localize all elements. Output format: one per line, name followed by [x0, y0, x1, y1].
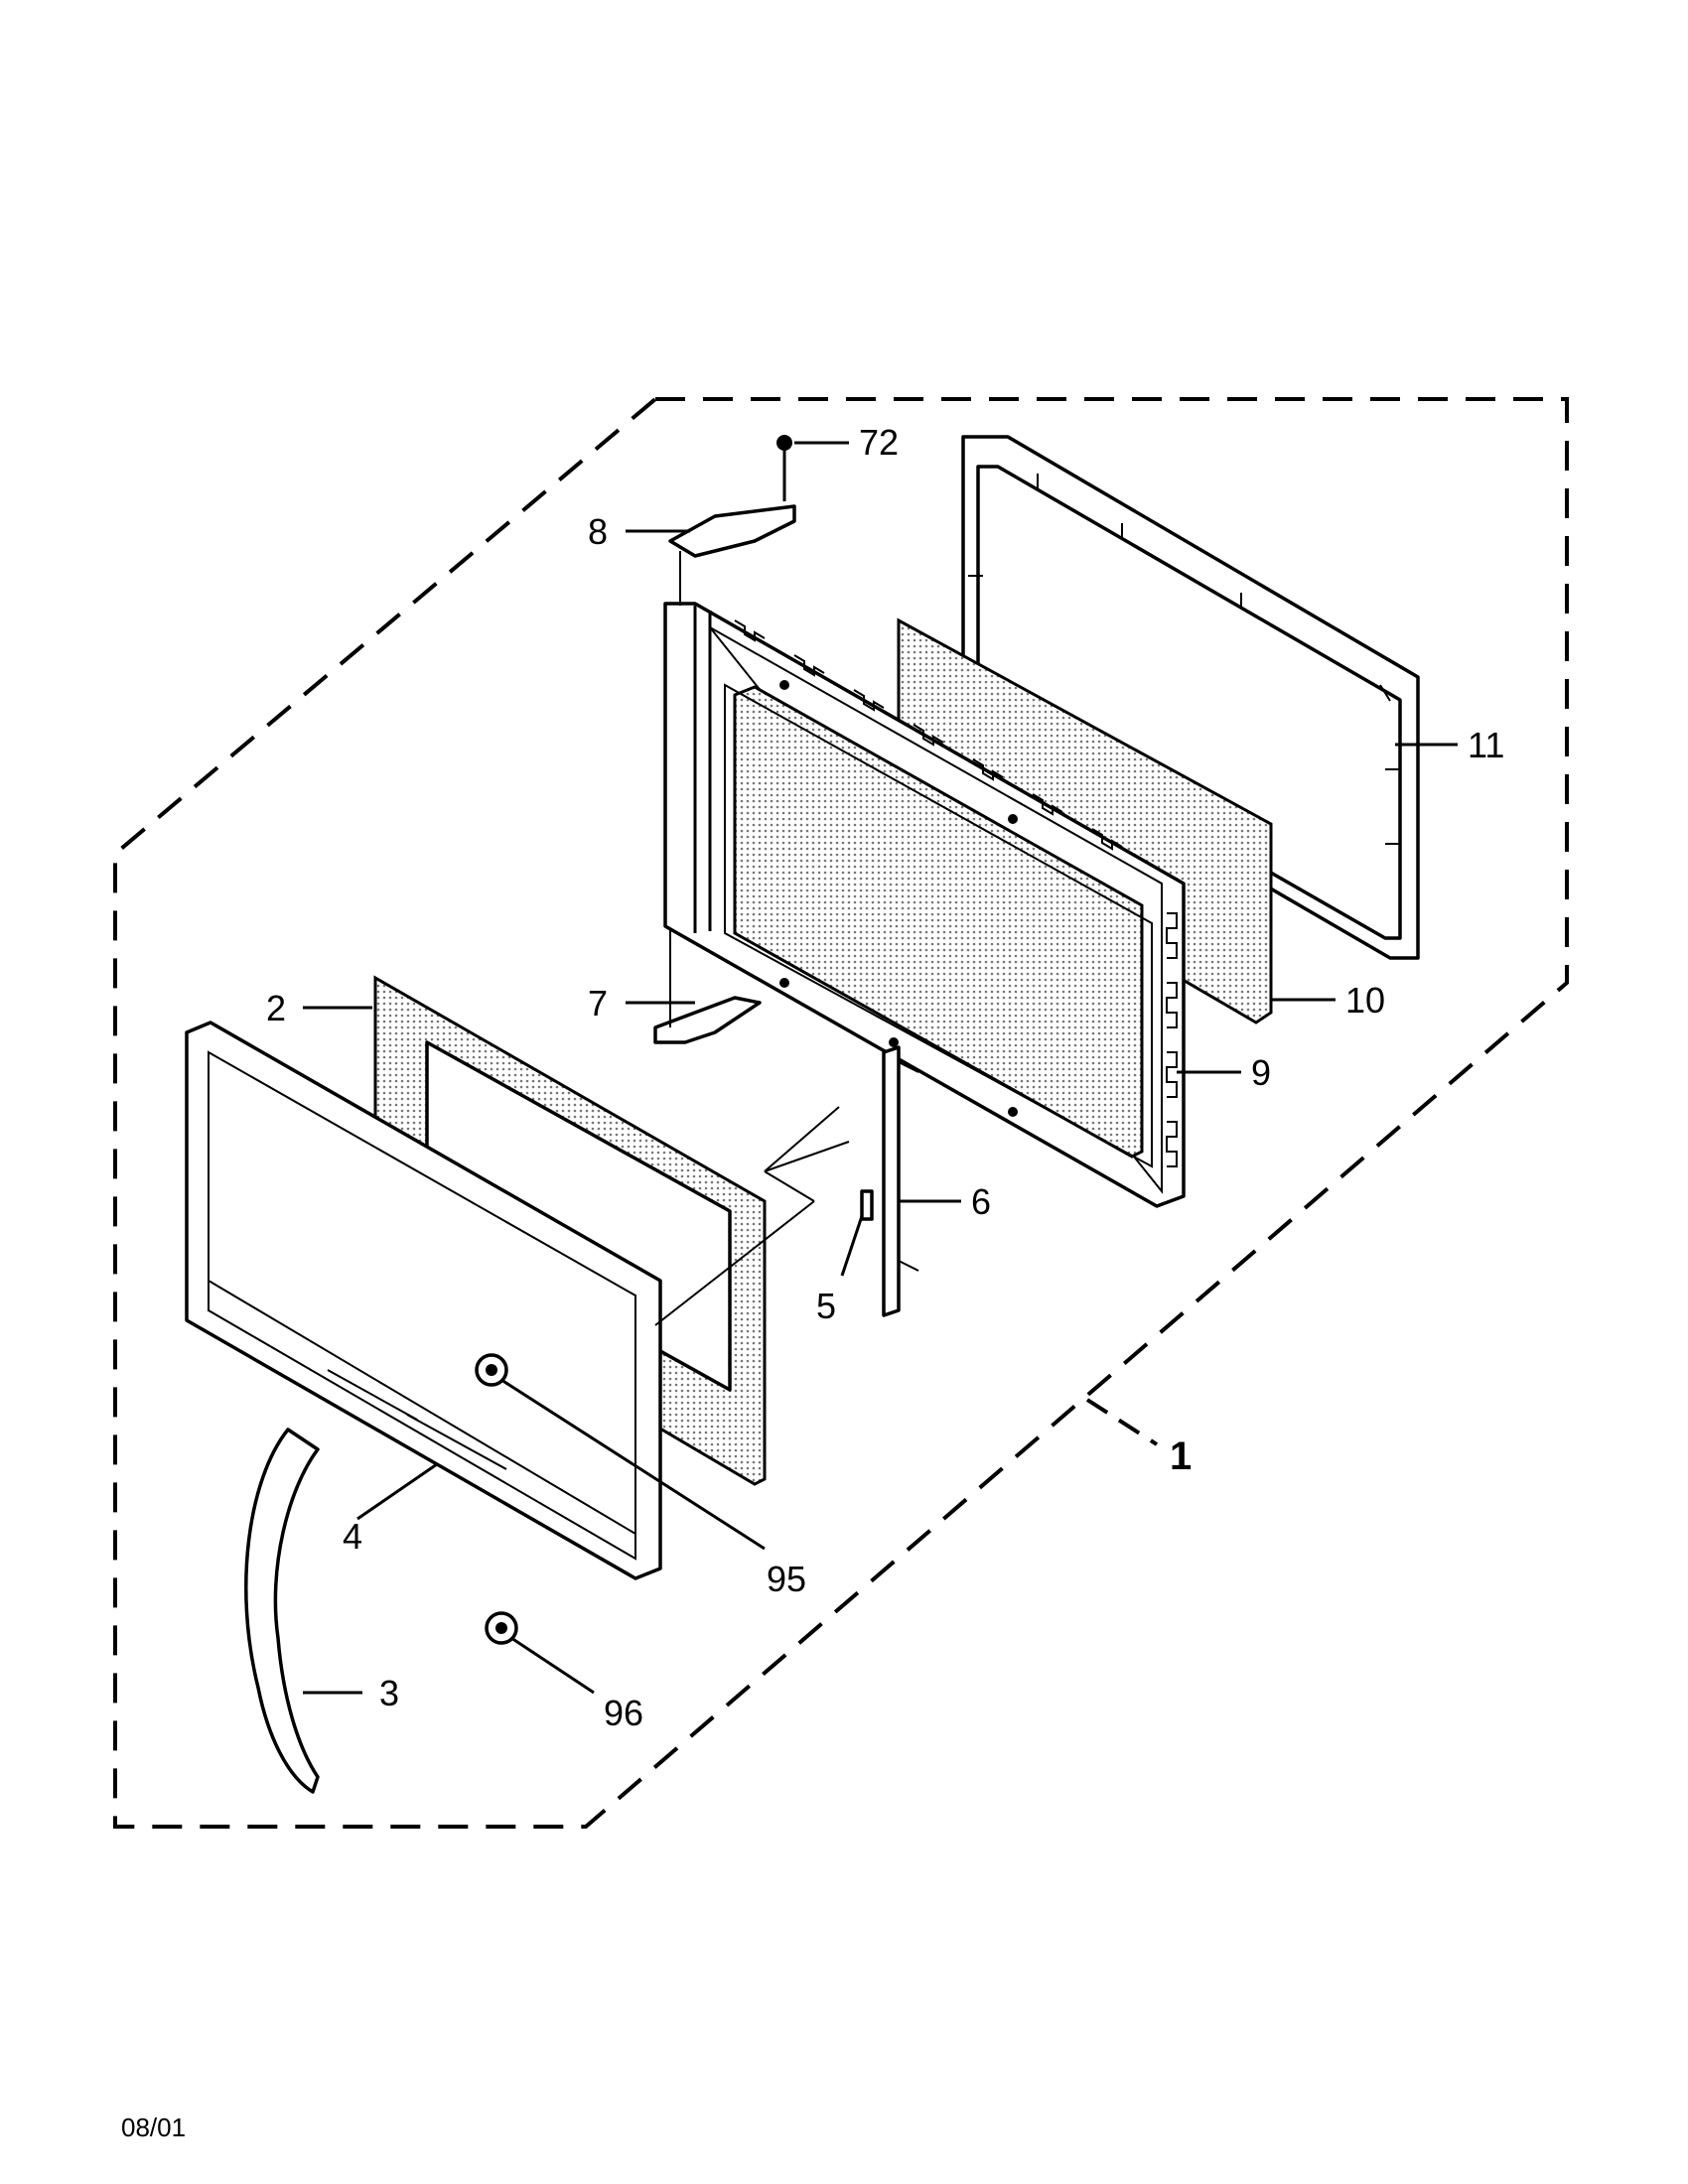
- leader-lines: [303, 441, 1458, 1695]
- part-5-spring: [860, 1189, 874, 1221]
- part-72-screw: [776, 435, 792, 501]
- part-3-handle: [244, 1428, 320, 1794]
- callout-5: 5: [816, 1286, 836, 1326]
- callout-4: 4: [343, 1516, 362, 1557]
- callout-3: 3: [379, 1673, 399, 1713]
- assembly-boundary: [113, 397, 1569, 1829]
- callout-2: 2: [266, 988, 286, 1028]
- callout-72: 72: [859, 422, 899, 463]
- part-95-knob: [475, 1353, 508, 1387]
- callout-1: 1: [1170, 1434, 1192, 1478]
- part-4-door-frame: [185, 1021, 662, 1580]
- callout-6: 6: [971, 1181, 991, 1222]
- callout-11: 11: [1468, 725, 1504, 765]
- part-7-bottom-hinge: [653, 928, 762, 1044]
- part-96-knob: [485, 1611, 518, 1645]
- callout-95: 95: [767, 1559, 806, 1599]
- part-6-latch: [882, 1045, 919, 1317]
- callout-8: 8: [588, 511, 608, 552]
- part-9-inner-door-panel: [663, 602, 1186, 1208]
- date-code: 08/01: [121, 2113, 187, 2142]
- callout-10: 10: [1345, 980, 1385, 1021]
- callout-96: 96: [604, 1693, 643, 1733]
- callout-9: 9: [1251, 1052, 1271, 1093]
- callout-7: 7: [588, 983, 608, 1024]
- part-8-top-hinge: [668, 504, 796, 606]
